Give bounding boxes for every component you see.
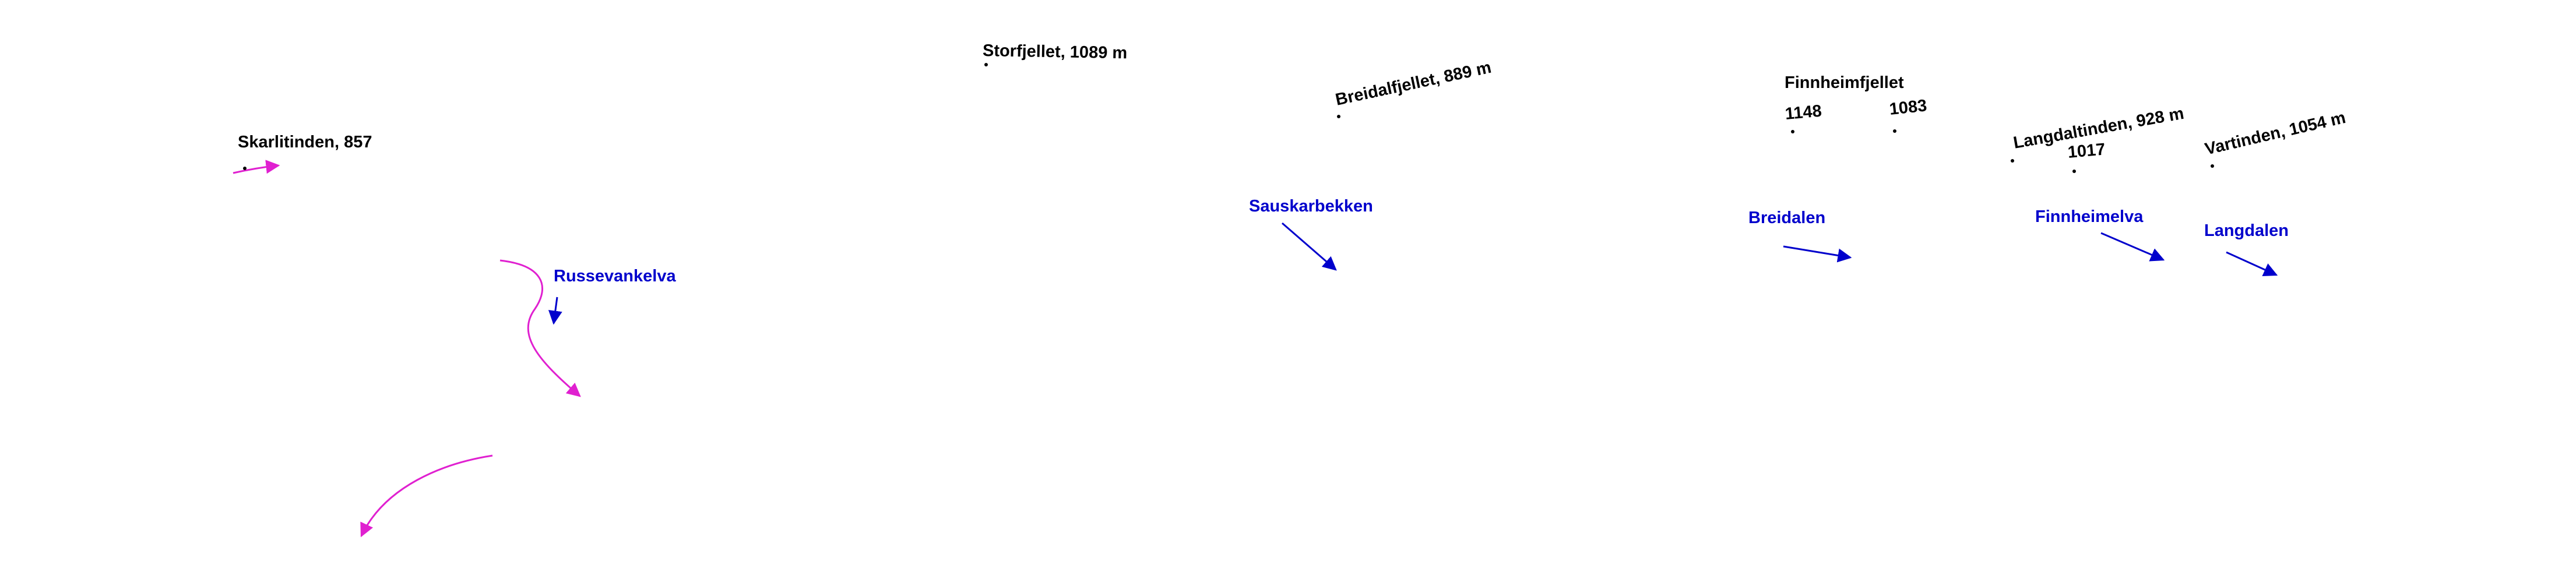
peak-label-1017: 1017 (2067, 140, 2106, 162)
water-label-finnheimelva: Finnheimelva (2035, 207, 2144, 226)
peak-label-skarlitinden: Skarlitinden, 857 (238, 133, 372, 151)
route-arrow-russevankelva (499, 259, 581, 397)
peak-marker-langdaltinden (2011, 159, 2014, 163)
route-arrow-southwest (360, 454, 493, 538)
peak-marker-1083 (1893, 129, 1896, 133)
peak-label-storfjellet: Storfjellet, 1089 m (982, 41, 1128, 63)
peak-marker-breidalfjellet (1337, 115, 1340, 118)
peak-marker-1017 (2072, 170, 2076, 173)
peak-label-finnheimfjellet: Finnheimfjellet (1785, 73, 1904, 92)
water-arrow-finnheimelva (2100, 232, 2165, 262)
water-arrow-langdalen (2226, 251, 2278, 277)
peak-marker-vartinden (2211, 164, 2214, 168)
peak-marker-storfjellet (984, 63, 988, 66)
water-label-sauskarbekken: Sauskarbekken (1249, 197, 1373, 216)
water-label-breidalen: Breidalen (1748, 209, 1826, 227)
peak-marker-skarlitinden (243, 167, 247, 170)
peak-label-1083: 1083 (1888, 96, 1928, 119)
peak-label-1148: 1148 (1784, 101, 1823, 124)
route-arrow-skarlitinden (233, 160, 280, 174)
water-arrow-sauskarbekken (1282, 222, 1337, 271)
water-arrow-breidalen (1783, 245, 1852, 263)
water-label-russevankelva: Russevankelva (554, 267, 676, 285)
water-arrow-russevankelva (548, 297, 562, 325)
peak-marker-1148 (1791, 130, 1794, 133)
water-label-langdalen: Langdalen (2204, 221, 2289, 240)
